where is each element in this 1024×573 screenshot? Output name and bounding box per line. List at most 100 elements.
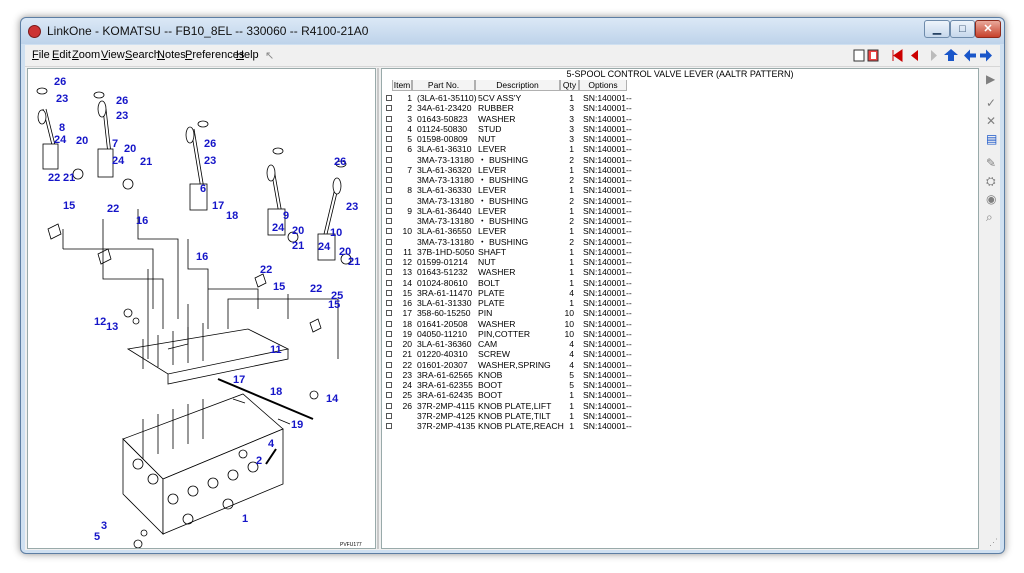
row-checkbox[interactable] [386, 125, 392, 132]
minimize-button[interactable]: ▁ [924, 20, 950, 38]
row-checkbox[interactable] [386, 300, 392, 306]
row-checkbox[interactable] [386, 228, 392, 235]
callout[interactable]: 5 [94, 531, 100, 543]
callout[interactable]: 24 [272, 222, 285, 234]
callout[interactable]: 24 [54, 134, 67, 146]
callout[interactable]: 20 [339, 246, 351, 258]
row-checkbox[interactable] [386, 259, 392, 265]
callout[interactable]: 16 [136, 215, 148, 227]
menu-edit[interactable]: Edit [52, 49, 71, 61]
exploded-view-drawing[interactable]: 26 23 8 24 20 7 22 21 15 26 23 6 24 21 2… [28, 69, 375, 549]
callout[interactable]: 24 [112, 155, 125, 167]
callout[interactable]: 17 [233, 374, 245, 386]
column-header-item[interactable]: Item [392, 80, 412, 91]
callout[interactable]: 3 [101, 520, 107, 532]
callout[interactable]: 4 [268, 438, 275, 450]
callout[interactable]: 26 [334, 156, 346, 168]
row-checkbox[interactable] [386, 105, 392, 112]
callout[interactable]: 22 [310, 283, 322, 295]
row-checkbox[interactable] [386, 423, 392, 429]
column-header-part-no[interactable]: Part No. [412, 80, 475, 91]
callout[interactable]: 22 [48, 172, 60, 184]
row-checkbox[interactable] [386, 361, 392, 368]
callout[interactable]: 22 [107, 203, 119, 215]
row-checkbox[interactable] [386, 341, 392, 347]
column-header-options[interactable]: Options [579, 80, 627, 91]
callout[interactable]: 20 [124, 143, 136, 155]
pane-splitter[interactable] [377, 68, 379, 549]
row-checkbox[interactable] [386, 269, 392, 276]
callout[interactable]: 23 [56, 93, 68, 105]
callout[interactable]: 20 [76, 135, 88, 147]
grid-icon[interactable]: ▤ [986, 132, 998, 146]
callout[interactable]: 23 [204, 155, 216, 167]
maximize-button[interactable]: □ [950, 20, 975, 38]
row-checkbox[interactable] [386, 207, 392, 214]
row-checkbox[interactable] [386, 177, 392, 183]
row-checkbox[interactable] [386, 382, 392, 388]
callout[interactable]: 7 [112, 138, 118, 150]
close-button[interactable]: ✕ [975, 20, 1001, 38]
callout[interactable]: 21 [292, 240, 304, 252]
forward-icon[interactable] [980, 49, 992, 62]
play-icon[interactable]: ▶ [986, 72, 996, 86]
row-checkbox[interactable] [386, 197, 392, 204]
column-header-description[interactable]: Description [475, 80, 560, 91]
callout[interactable]: 26 [54, 76, 66, 88]
row-checkbox[interactable] [386, 146, 392, 153]
row-checkbox[interactable] [386, 218, 392, 224]
callout[interactable]: 18 [270, 386, 282, 398]
menu-notes[interactable]: Notes [157, 49, 186, 61]
callout[interactable]: 21 [140, 156, 152, 168]
callout[interactable]: 25 [331, 290, 343, 302]
back-icon[interactable] [964, 49, 976, 62]
parts-diagram[interactable]: 26 23 8 24 20 7 22 21 15 26 23 6 24 21 2… [27, 68, 376, 549]
book-icon[interactable] [867, 49, 879, 62]
callout[interactable]: 26 [116, 95, 128, 107]
row-checkbox[interactable] [386, 279, 392, 286]
page-icon[interactable] [853, 49, 865, 62]
callout[interactable]: 16 [196, 251, 208, 263]
first-icon[interactable] [892, 49, 903, 62]
callout[interactable]: 9 [283, 210, 289, 222]
menu-zoom[interactable]: Zoom [72, 49, 101, 61]
callout[interactable]: 15 [328, 299, 340, 311]
callout[interactable]: 22 [260, 264, 272, 276]
check-icon[interactable]: ✓ [986, 96, 997, 110]
row-checkbox[interactable] [386, 156, 392, 163]
callout[interactable]: 24 [318, 241, 331, 253]
callout[interactable]: 19 [291, 419, 303, 431]
callout[interactable]: 20 [292, 225, 304, 237]
callout[interactable]: 21 [63, 172, 75, 184]
callout[interactable]: 23 [346, 201, 358, 213]
callout[interactable]: 21 [348, 256, 360, 268]
callout[interactable]: 15 [273, 281, 285, 293]
pointer-icon[interactable]: ↖ [265, 50, 275, 62]
menu-preferences[interactable]: Preferences [185, 49, 245, 61]
